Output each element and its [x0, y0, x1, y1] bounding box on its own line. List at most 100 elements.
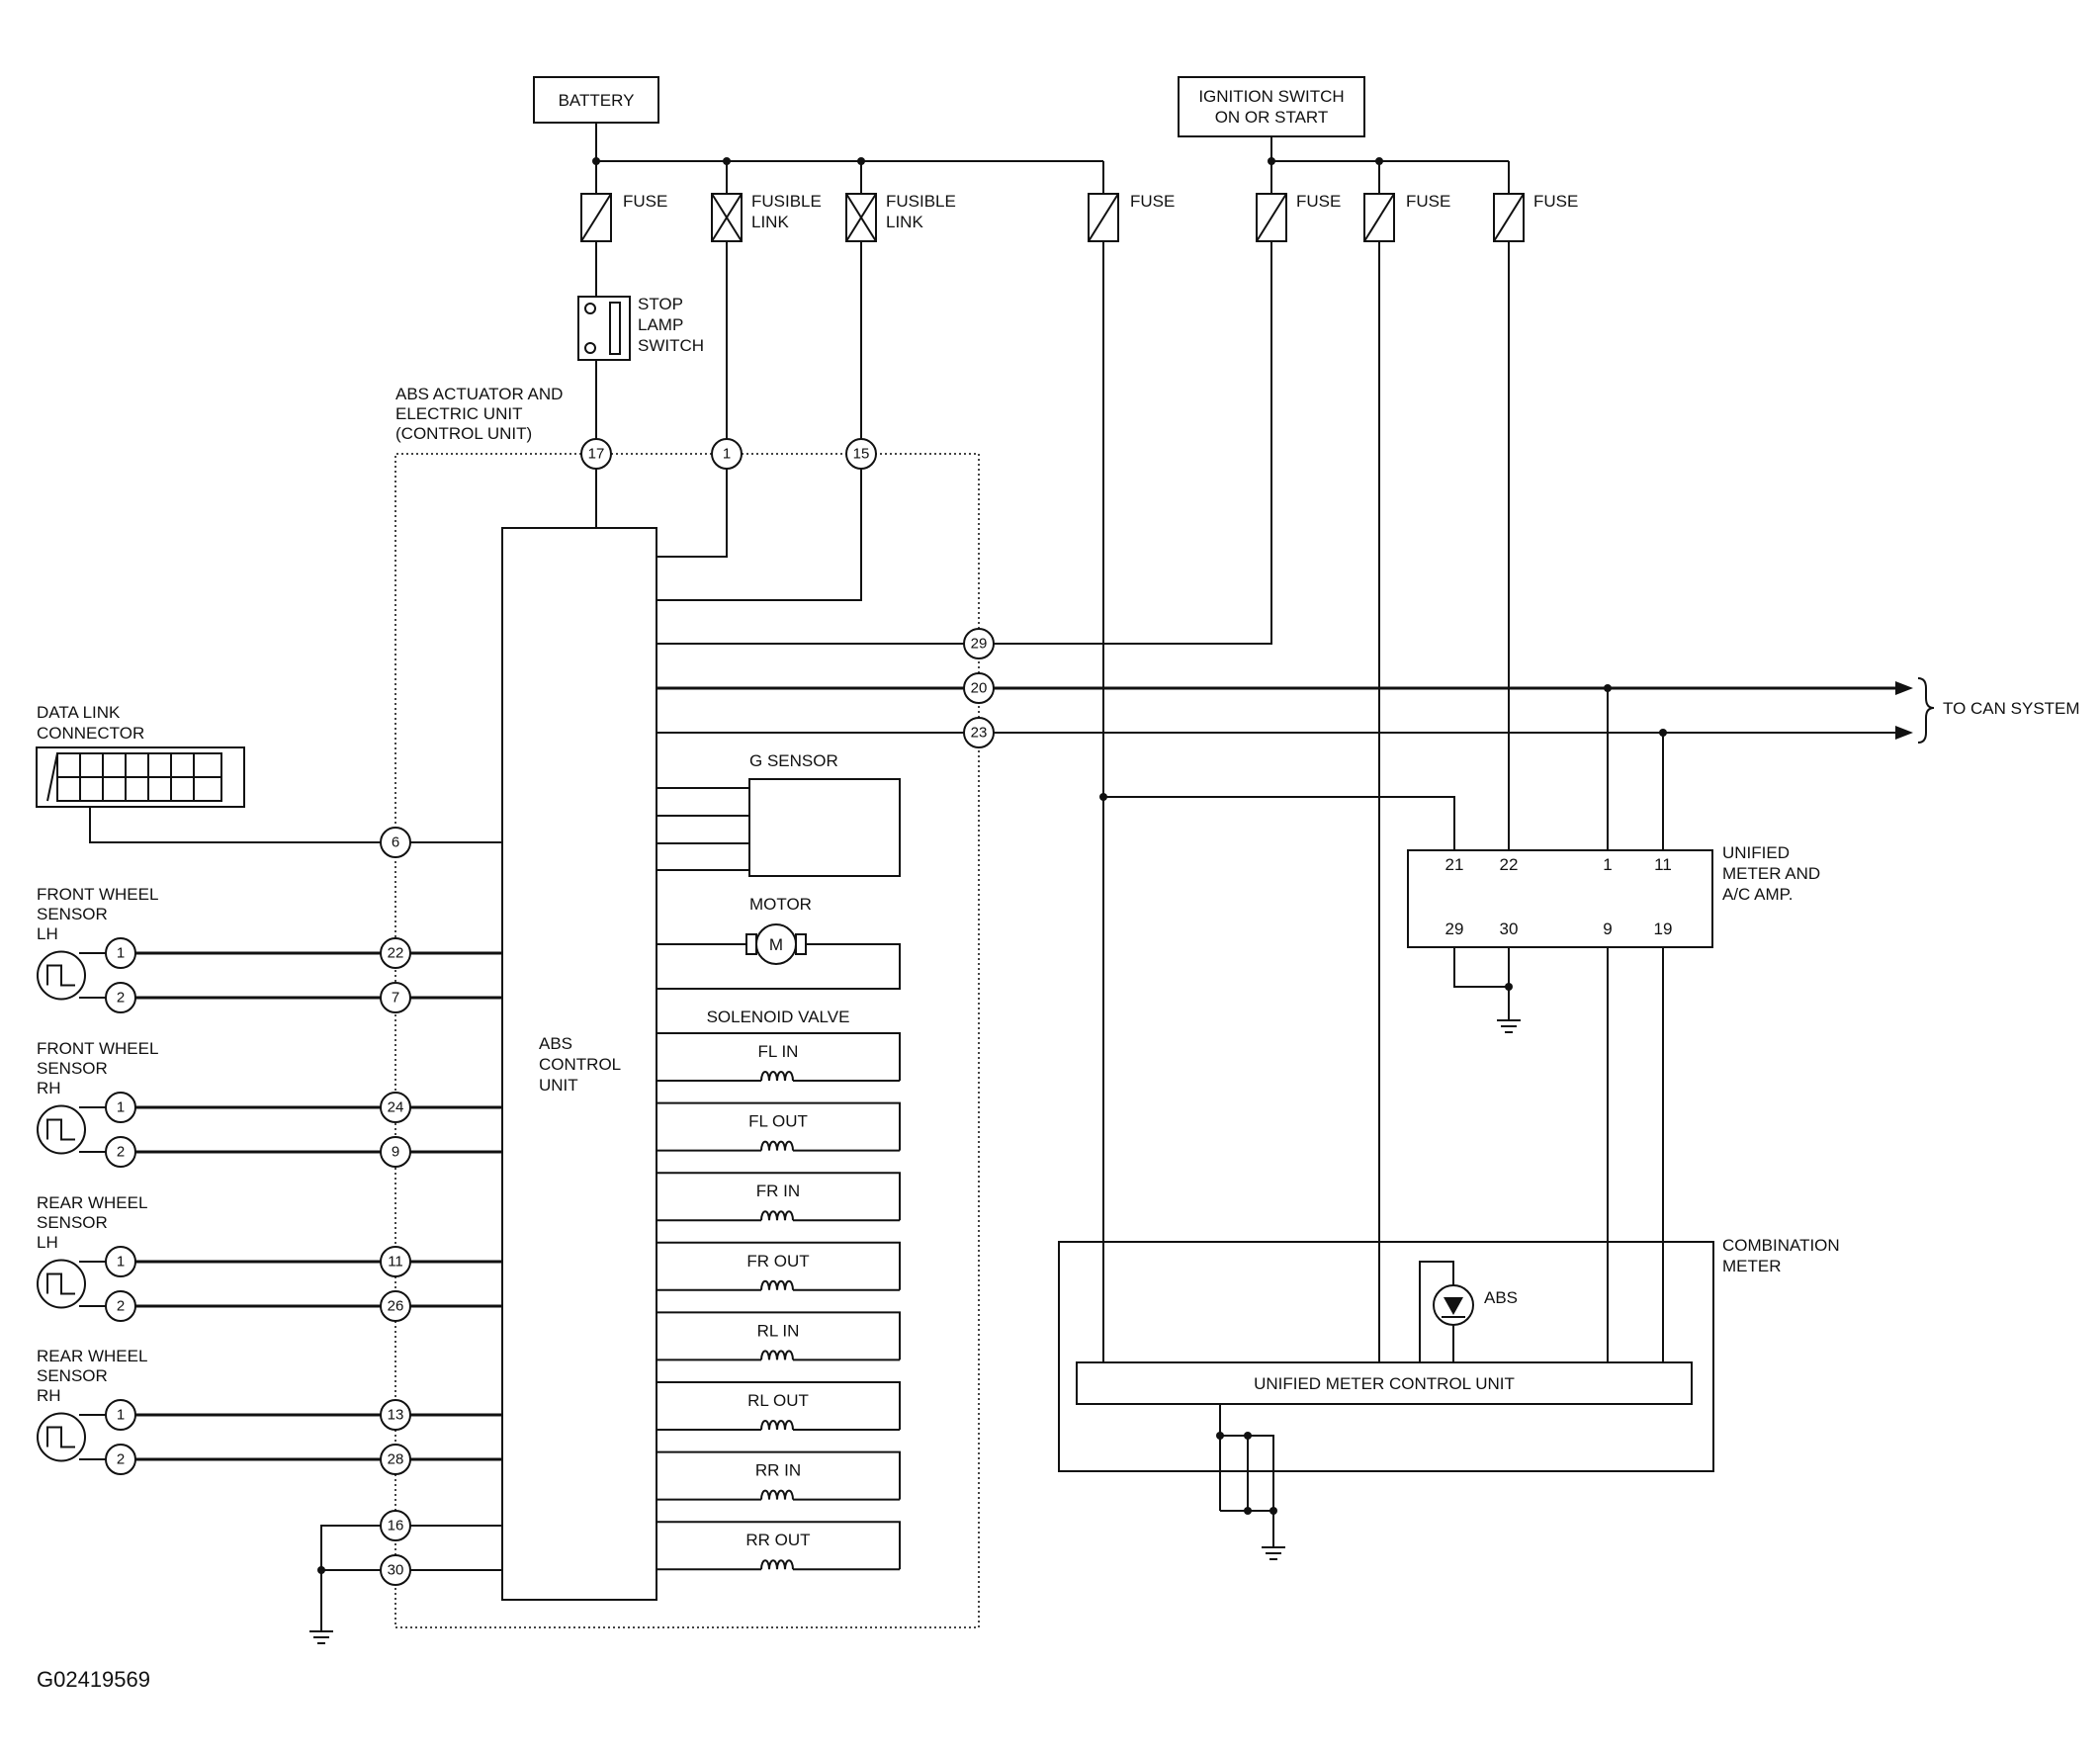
ground-icon — [1497, 1019, 1521, 1033]
abs-pin-24: 24 — [380, 1092, 411, 1123]
solenoid-label: RR OUT — [745, 1531, 810, 1549]
wheel-sensor: 1 24 2 9 — [37, 1092, 502, 1168]
can-bracket — [1917, 677, 1935, 744]
solenoid-label: FR IN — [756, 1182, 800, 1200]
abs-actuator-label: ELECTRIC UNIT — [395, 404, 522, 423]
fuse-label: FUSE — [623, 192, 667, 211]
fuse-label: FUSE — [1130, 192, 1175, 211]
sensor-rr-label: RH — [37, 1386, 61, 1405]
sensor-pin: 2 — [105, 982, 136, 1013]
junction — [1216, 1432, 1224, 1440]
solenoid-valve: FL IN — [656, 1032, 901, 1082]
combination-label: COMBINATION — [1722, 1236, 1840, 1255]
sensor-rl-label: LH — [37, 1233, 58, 1252]
abs-pin-22: 22 — [380, 937, 411, 969]
meter-pin-30: 30 — [1500, 920, 1519, 938]
solenoid-valve: FL OUT — [656, 1101, 901, 1152]
abs-actuator-label: (CONTROL UNIT) — [395, 424, 532, 443]
solenoid-label: FL IN — [758, 1042, 799, 1061]
abs-pin-15: 15 — [845, 438, 877, 470]
battery-label: BATTERY — [559, 91, 635, 110]
solenoid-label: RL IN — [757, 1321, 800, 1340]
meter-pin-1: 1 — [1603, 855, 1612, 874]
ground-icon — [1262, 1546, 1285, 1560]
svg-text:2: 2 — [117, 990, 125, 1007]
solenoid-label: FR OUT — [746, 1252, 809, 1271]
figure-id: G02419569 — [37, 1667, 150, 1692]
unified-label: UNIFIED — [1722, 843, 1790, 862]
ignition-sublabel: ON OR START — [1215, 108, 1329, 127]
unified-meter-ac-amp — [1407, 849, 1713, 948]
arrow-right-icon — [1895, 681, 1913, 695]
sensor-pin: 1 — [105, 1399, 136, 1431]
abs-pin-30: 30 — [380, 1554, 411, 1586]
data-link-label: DATA LINK — [37, 703, 121, 722]
stop-lamp-label: LAMP — [638, 315, 683, 334]
junction — [1269, 1507, 1277, 1515]
unified-meter-control-unit — [1076, 1361, 1693, 1405]
solenoid-valve-group: FL IN FL OUT FR IN FR OUT RL IN RL OUT RR IN RR… — [656, 1032, 901, 1571]
svg-text:1: 1 — [723, 446, 731, 463]
junction — [1505, 983, 1513, 991]
svg-text:29: 29 — [971, 636, 988, 653]
solenoid-valve-label: SOLENOID VALVE — [707, 1008, 850, 1026]
battery-box: BATTERY — [533, 76, 659, 124]
svg-text:9: 9 — [392, 1144, 399, 1161]
fusible-link-label: LINK — [886, 213, 923, 231]
sensor-pin: 1 — [105, 937, 136, 969]
junction — [317, 1566, 325, 1574]
meter-pin-19: 19 — [1654, 920, 1673, 938]
abs-pin-13: 13 — [380, 1399, 411, 1431]
fuse-icon — [1256, 193, 1287, 242]
sensor-fr-label: SENSOR — [37, 1059, 108, 1078]
coil-icon — [760, 1210, 794, 1221]
solenoid-valve: FR OUT — [656, 1241, 901, 1291]
stop-lamp-switch-icon — [577, 296, 631, 361]
fuse-icon — [1493, 193, 1525, 242]
svg-text:11: 11 — [388, 1254, 403, 1271]
abs-control-unit — [501, 527, 657, 1601]
sensor-fr-label: FRONT WHEEL — [37, 1039, 158, 1058]
stop-lamp-label: STOP — [638, 295, 683, 313]
sensor-fl-label: FRONT WHEEL — [37, 885, 158, 904]
coil-icon — [760, 1489, 794, 1500]
sensor-rr-label: SENSOR — [37, 1366, 108, 1385]
sensor-pin: 1 — [105, 1246, 136, 1277]
abs-cu-label: UNIT — [539, 1076, 578, 1095]
svg-text:1: 1 — [117, 1099, 125, 1116]
svg-text:1: 1 — [117, 1254, 125, 1271]
svg-text:17: 17 — [588, 446, 605, 463]
combination-meter — [1058, 1241, 1714, 1472]
svg-text:2: 2 — [117, 1144, 125, 1161]
svg-text:15: 15 — [853, 446, 870, 463]
coil-icon — [760, 1350, 794, 1360]
meter-pin-29: 29 — [1445, 920, 1464, 938]
fusible-link-icon — [845, 193, 877, 242]
coil-icon — [760, 1420, 794, 1431]
abs-pin-29: 29 — [963, 628, 995, 659]
svg-text:24: 24 — [388, 1099, 404, 1116]
coil-icon — [760, 1071, 794, 1082]
sensor-pin: 2 — [105, 1444, 136, 1475]
meter-pin-9: 9 — [1603, 920, 1612, 938]
junction — [1244, 1507, 1252, 1515]
sensor-pin: 2 — [105, 1290, 136, 1322]
fusible-link-label: LINK — [751, 213, 789, 231]
g-sensor-label: G SENSOR — [749, 751, 838, 770]
solenoid-valve: RL IN — [656, 1311, 901, 1361]
abs-pin-23: 23 — [963, 717, 995, 748]
abs-pin-26: 26 — [380, 1290, 411, 1322]
svg-text:28: 28 — [388, 1451, 404, 1468]
ground-icon — [309, 1630, 333, 1644]
svg-text:2: 2 — [117, 1298, 125, 1315]
svg-text:30: 30 — [388, 1562, 404, 1579]
solenoid-label: RR IN — [755, 1461, 801, 1480]
solenoid-valve: RL OUT — [656, 1381, 901, 1431]
svg-text:16: 16 — [388, 1518, 404, 1535]
unified-label: A/C AMP. — [1722, 885, 1794, 904]
svg-text:13: 13 — [388, 1407, 404, 1424]
sensor-pin: 1 — [105, 1092, 136, 1123]
meter-pin-11: 11 — [1654, 855, 1672, 874]
solenoid-label: RL OUT — [747, 1391, 809, 1410]
fuse-label: FUSE — [1406, 192, 1450, 211]
